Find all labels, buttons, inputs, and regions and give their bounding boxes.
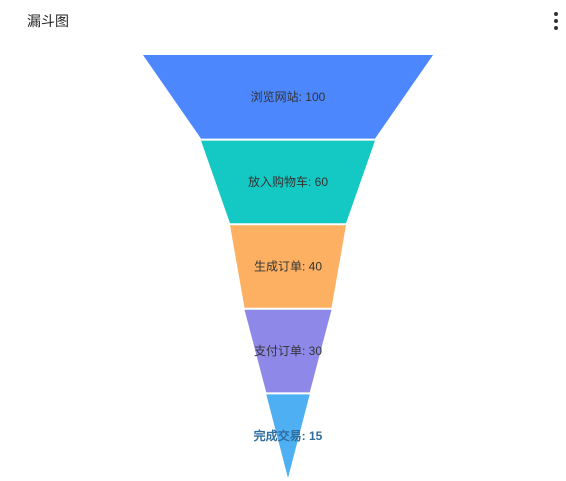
funnel-label-3: 生成订单: 40 <box>254 260 322 274</box>
funnel-segment-2[interactable] <box>201 140 375 224</box>
funnel-label-5: 完成交易: 15 <box>254 428 323 443</box>
funnel-segment-5[interactable] <box>266 394 310 478</box>
more-vertical-icon-dot-2 <box>554 19 558 23</box>
more-options-button[interactable] <box>545 10 566 34</box>
funnel-label-1: 浏览网站: 100 <box>251 89 326 104</box>
funnel-label-2: 放入购物车: 60 <box>248 174 328 189</box>
funnel-label-4: 支付订单: 30 <box>254 344 322 358</box>
more-vertical-icon-dot-3 <box>554 26 558 30</box>
chart-title: 漏斗图 <box>27 13 69 29</box>
funnel-segment-1[interactable] <box>143 55 433 139</box>
more-vertical-icon-dot-1 <box>554 12 558 16</box>
funnel-segment-4[interactable] <box>244 309 332 393</box>
funnel-segment-3[interactable] <box>230 225 346 308</box>
